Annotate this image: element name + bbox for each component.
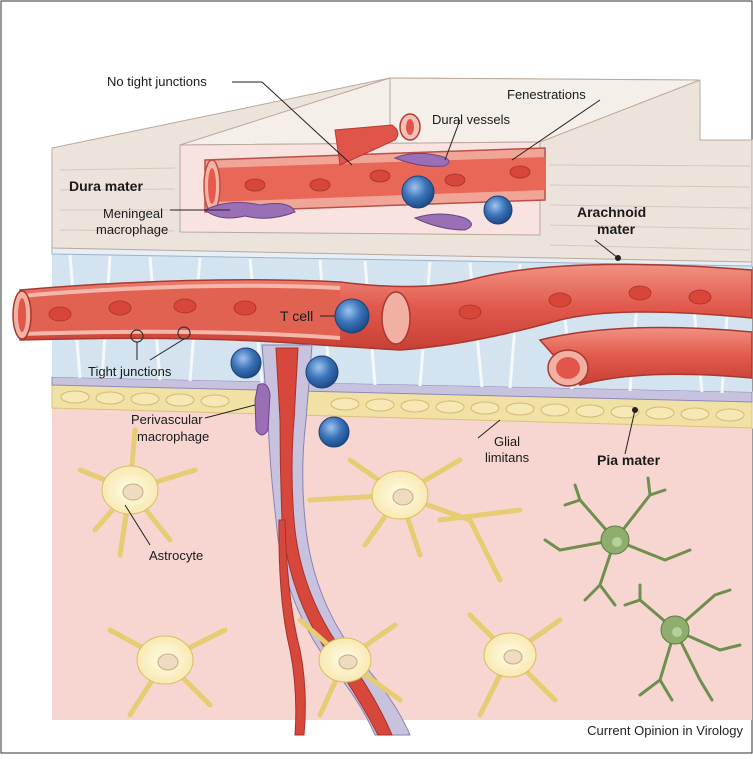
leader-dots — [615, 255, 638, 413]
label-dura-mater: Dura mater — [69, 178, 143, 194]
astrocytes — [77, 427, 563, 718]
microglia — [543, 476, 742, 702]
leader-lines — [124, 81, 636, 546]
label-arachnoid-mater-line2: mater — [597, 221, 636, 237]
label-dural-vessels: Dural vessels — [432, 112, 511, 127]
meningeal-macrophage — [204, 152, 472, 231]
label-arachnoid-mater-line1: Arachnoid — [577, 204, 647, 220]
label-perivascular-macrophage-line2: macrophage — [137, 429, 210, 444]
credit-line: Current Opinion in Virology — [587, 723, 743, 738]
subarachnoid-red-blood-cells — [48, 285, 712, 322]
label-astrocyte: Astrocyte — [149, 548, 204, 563]
dura-fibers — [59, 164, 751, 251]
label-meningeal-macrophage-line2: macrophage — [96, 222, 169, 237]
glial-endfeet — [60, 390, 745, 422]
label-glial-limitans-line1: Glial — [494, 434, 521, 449]
perivascular-macrophage — [254, 383, 271, 436]
label-perivascular-macrophage-line1: Perivascular — [131, 412, 203, 427]
label-tight-junctions: Tight junctions — [88, 364, 172, 379]
label-glial-limitans-line2: limitans — [485, 450, 530, 465]
dural-t-cells — [401, 175, 513, 225]
t-cells — [230, 298, 370, 448]
label-t-cell: T cell — [280, 308, 314, 324]
label-fenestrations: Fenestrations — [507, 87, 586, 102]
label-meningeal-macrophage-line1: Meningeal — [103, 206, 163, 221]
label-pia-mater: Pia mater — [597, 452, 661, 468]
dural-red-blood-cells — [244, 165, 531, 192]
label-no-tight-junctions: No tight junctions — [107, 74, 207, 89]
